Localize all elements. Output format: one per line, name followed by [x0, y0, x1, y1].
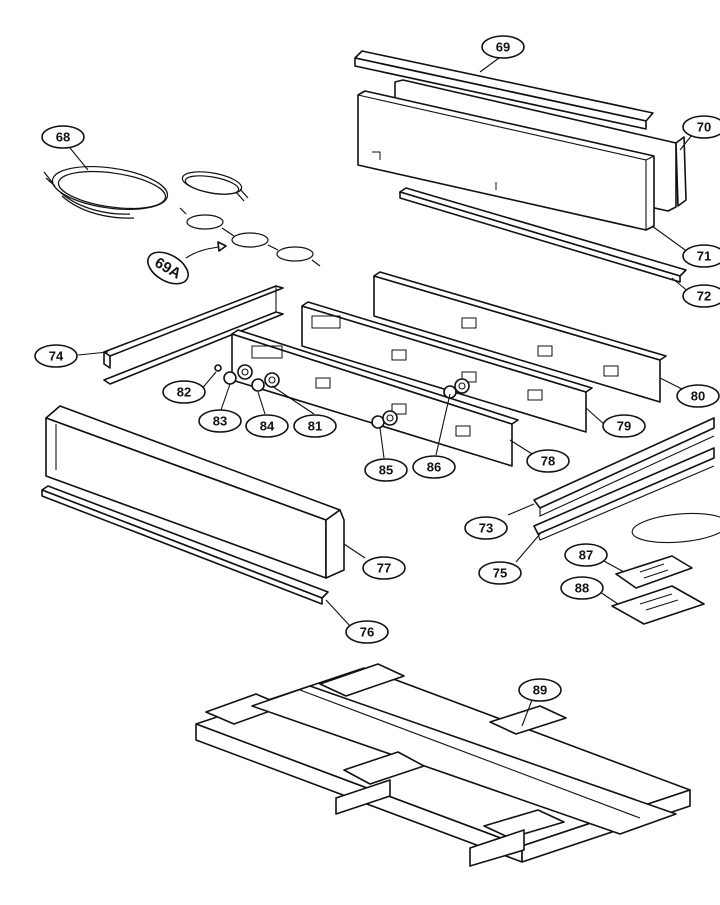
callout-89: 89: [518, 678, 562, 702]
callout-77: 77: [362, 556, 406, 580]
callout-79: 79: [602, 414, 646, 438]
callout-88: 88: [560, 576, 604, 600]
svg-text:80: 80: [691, 389, 705, 404]
callout-83: 83: [198, 409, 242, 433]
svg-text:85: 85: [379, 463, 393, 478]
part-87-manual: [615, 512, 720, 589]
svg-text:88: 88: [575, 581, 589, 596]
svg-text:71: 71: [697, 249, 711, 264]
svg-text:77: 77: [377, 561, 391, 576]
parts-knobs-and-bezels: [214, 364, 470, 429]
svg-text:81: 81: [308, 419, 322, 434]
svg-text:68: 68: [56, 130, 70, 145]
part-78-control-panel-front: [231, 329, 519, 467]
callout-71: 71: [682, 244, 720, 268]
callout-82: 82: [162, 380, 206, 404]
svg-text:78: 78: [541, 454, 555, 469]
callout-72: 72: [682, 284, 720, 308]
part-79-control-panel-middle: [301, 301, 593, 433]
svg-text:87: 87: [579, 548, 593, 563]
callout-84: 84: [245, 414, 289, 438]
svg-text:79: 79: [617, 419, 631, 434]
svg-text:76: 76: [360, 625, 374, 640]
svg-text:89: 89: [533, 683, 547, 698]
callout-70: 70: [682, 115, 720, 139]
part-68-wire-harness: [43, 166, 249, 219]
part-77-front-trim: [45, 405, 345, 579]
svg-text:86: 86: [427, 460, 441, 475]
part-89-pallet: [195, 663, 691, 867]
part-69A-wire-harness: [179, 207, 321, 267]
callout-86: 86: [412, 455, 456, 479]
callout-73: 73: [464, 516, 508, 540]
svg-text:74: 74: [49, 349, 64, 364]
callout-69: 69: [481, 35, 525, 59]
callout-75: 75: [478, 561, 522, 585]
svg-text:82: 82: [177, 385, 191, 400]
svg-text:73: 73: [479, 521, 493, 536]
callout-68: 68: [41, 125, 85, 149]
callout-81: 81: [293, 414, 337, 438]
svg-text:69: 69: [496, 40, 510, 55]
callout-87: 87: [564, 543, 608, 567]
callout-85: 85: [364, 458, 408, 482]
part-69-top-trim: [354, 50, 654, 130]
svg-text:70: 70: [697, 120, 711, 135]
callout-76: 76: [345, 620, 389, 644]
part-73-side-rail: [533, 417, 715, 517]
part-76-lower-front-rail: [41, 485, 329, 605]
svg-text:72: 72: [697, 289, 711, 304]
svg-text:75: 75: [493, 566, 507, 581]
svg-text:83: 83: [213, 414, 227, 429]
part-70-rear-panel: [357, 79, 687, 231]
part-88-manual: [611, 585, 705, 625]
label-69A-handwritten: 69A: [147, 241, 227, 285]
callout-74: 74: [34, 344, 78, 368]
part-72-lower-rail: [399, 187, 687, 283]
svg-text:84: 84: [260, 419, 275, 434]
callout-80: 80: [676, 384, 720, 408]
callout-78: 78: [526, 449, 570, 473]
